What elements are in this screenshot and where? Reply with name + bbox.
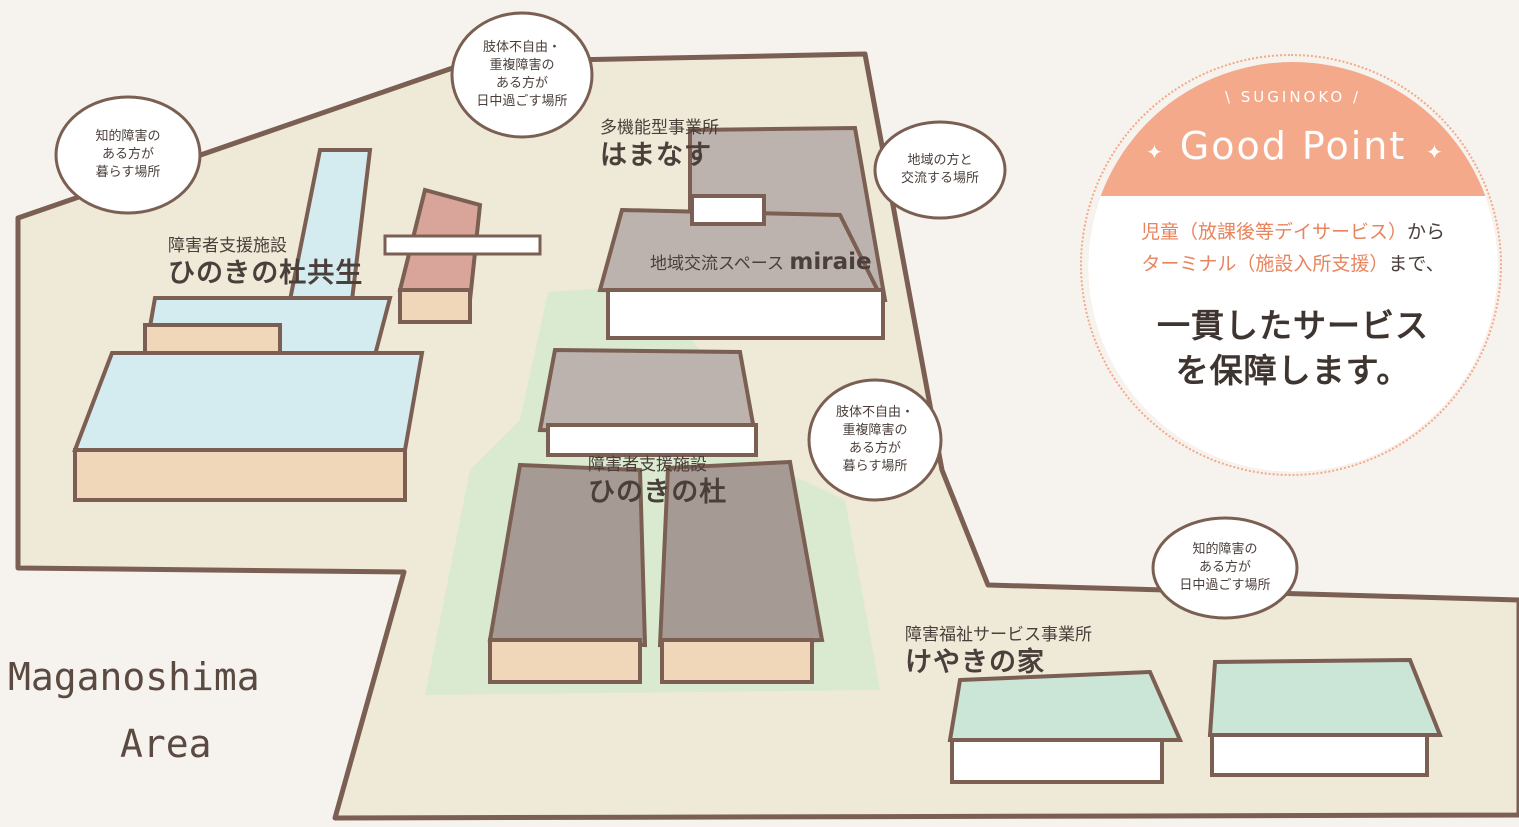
label-hamanasu: 多機能型事業所 はまなす [600, 118, 719, 173]
label-miraie: 地域交流スペース miraie [650, 248, 872, 277]
label-keyaki: 障害福祉サービス事業所 けやきの家 [905, 625, 1092, 680]
sparkle-icon: ✦ [1426, 140, 1443, 164]
badge-highlight: ターミナル（施設入所支援） [1141, 253, 1389, 275]
bubble-text-4: 肢体不自由・ 重複障害の ある方が 暮らす場所 [808, 382, 942, 498]
label-small: 多機能型事業所 [600, 118, 719, 138]
bubble-line: 重複障害の [489, 57, 555, 73]
building-hinoki-kyosei [72, 148, 425, 502]
badge-main-line-1: 一貫したサービス [1157, 306, 1429, 345]
label-hinoki: 障害者支援施設 ひのきの杜 [588, 455, 727, 510]
badge-brand: \ SUGINOKO / [1224, 88, 1362, 106]
bubble-line: 地域の方と [907, 152, 973, 168]
area-title-line-1: Maganoshima [8, 655, 260, 699]
badge-body [1088, 196, 1498, 472]
building-hinoki [487, 347, 825, 684]
bubble-line: 日中過ごす場所 [476, 94, 568, 110]
badge-main-line-2: を保障します。 [1175, 351, 1411, 390]
label-small: 障害者支援施設 [168, 236, 287, 256]
bubble-text-2: 肢体不自由・ 重複障害の ある方が 日中過ごす場所 [452, 15, 592, 135]
label-big: miraie [789, 249, 872, 275]
bubble-line: 重複障害の [842, 422, 908, 438]
label-small: 地域交流スペース [650, 254, 784, 274]
badge-title: Good Point [1179, 124, 1407, 168]
good-point-badge: \ SUGINOKO / ✦ ✦ Good Point 児童（放課後等デイサービ… [1088, 62, 1498, 472]
label-big: ひのきの杜 [588, 477, 728, 509]
bubble-line: 肢体不自由・ [482, 39, 561, 55]
building-hamanasu [597, 125, 888, 340]
badge-highlight: 児童（放課後等デイサービス） [1140, 221, 1407, 243]
bubble-line: 肢体不自由・ [835, 404, 914, 420]
sparkle-icon: ✦ [1146, 140, 1163, 164]
badge-ring [1080, 54, 1502, 476]
bubble-line: 暮らす場所 [842, 459, 908, 475]
bubble-line: ある方が [495, 76, 548, 91]
bubble-line: 知的障害の [95, 128, 161, 144]
area-title-line-2: Area [120, 722, 212, 766]
bubble-line: ある方が [848, 441, 901, 456]
building-keyaki [947, 657, 1443, 784]
label-big: はまなす [600, 140, 712, 172]
label-small: 障害福祉サービス事業所 [905, 625, 1092, 645]
badge-line-1: 児童（放課後等デイサービス）から [1088, 217, 1498, 244]
bubble-text-3: 地域の方と 交流する場所 [875, 125, 1005, 215]
bubble-line: ある方が [101, 146, 154, 162]
label-big: ひのきの杜共生 [168, 258, 364, 290]
bubble-shapes [54, 11, 1299, 620]
badge-line-2: ターミナル（施設入所支援）まで、 [1088, 249, 1498, 276]
badge-text: から [1407, 221, 1446, 243]
badge-text: まで、 [1388, 253, 1445, 275]
bubble-line: ある方が [1198, 559, 1251, 575]
bubble-text-5: 知的障害の ある方が 日中過ごす場所 [1153, 520, 1297, 616]
bubble-line: 交流する場所 [900, 171, 979, 186]
label-hinoki-kyosei: 障害者支援施設 ひのきの杜共生 [168, 236, 363, 291]
bubble-line: 知的障害の [1192, 541, 1258, 557]
building-small-red [383, 187, 542, 324]
label-small: 障害者支援施設 [588, 455, 707, 475]
label-big: けやきの家 [905, 647, 1045, 679]
bubble-line: 日中過ごす場所 [1179, 578, 1271, 594]
bubble-line: 暮らす場所 [95, 165, 161, 181]
bubble-text-1: 知的障害の ある方が 暮らす場所 [58, 100, 198, 210]
